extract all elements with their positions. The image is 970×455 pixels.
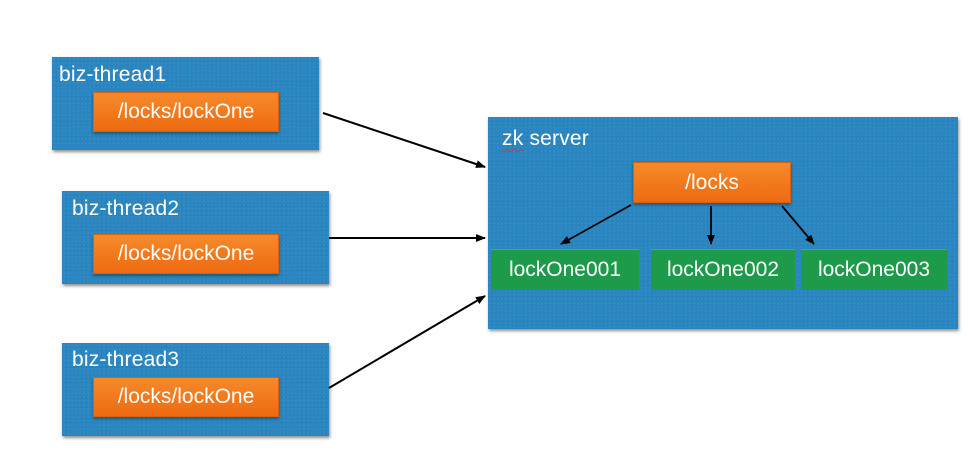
thread-title-2: biz-thread2	[72, 197, 180, 220]
thread-lock-path-3: /locks/lockOne	[93, 377, 279, 417]
thread-title-3: biz-thread3	[72, 348, 180, 371]
zk-server-title: zk server	[502, 127, 589, 151]
child-node-lockone001: lockOne001	[491, 249, 639, 290]
arrow-thread1-to-server	[322, 112, 486, 168]
child-node-lockone003: lockOne003	[801, 249, 947, 290]
arrow-locks-to-lockone001	[560, 204, 632, 245]
locks-root-node: /locks	[633, 162, 791, 203]
arrow-thread3-to-server	[328, 295, 486, 389]
zk-server-title-rest: server	[523, 127, 589, 150]
zk-server-title-zk: zk	[502, 127, 524, 150]
thread-lock-path-1: /locks/lockOne	[93, 92, 279, 132]
arrow-locks-to-lockone003	[781, 205, 815, 245]
thread-panel-3: biz-thread3 /locks/lockOne	[62, 343, 329, 436]
thread-panel-1: biz-thread1 /locks/lockOne	[52, 57, 319, 150]
child-node-lockone002: lockOne002	[651, 249, 795, 290]
thread-lock-path-2: /locks/lockOne	[93, 234, 279, 274]
thread-title-1: biz-thread1	[59, 63, 167, 86]
zk-server-panel: zk server /locks lockOne001 lockOne002 l…	[488, 117, 958, 329]
thread-panel-2: biz-thread2 /locks/lockOne	[62, 191, 329, 284]
